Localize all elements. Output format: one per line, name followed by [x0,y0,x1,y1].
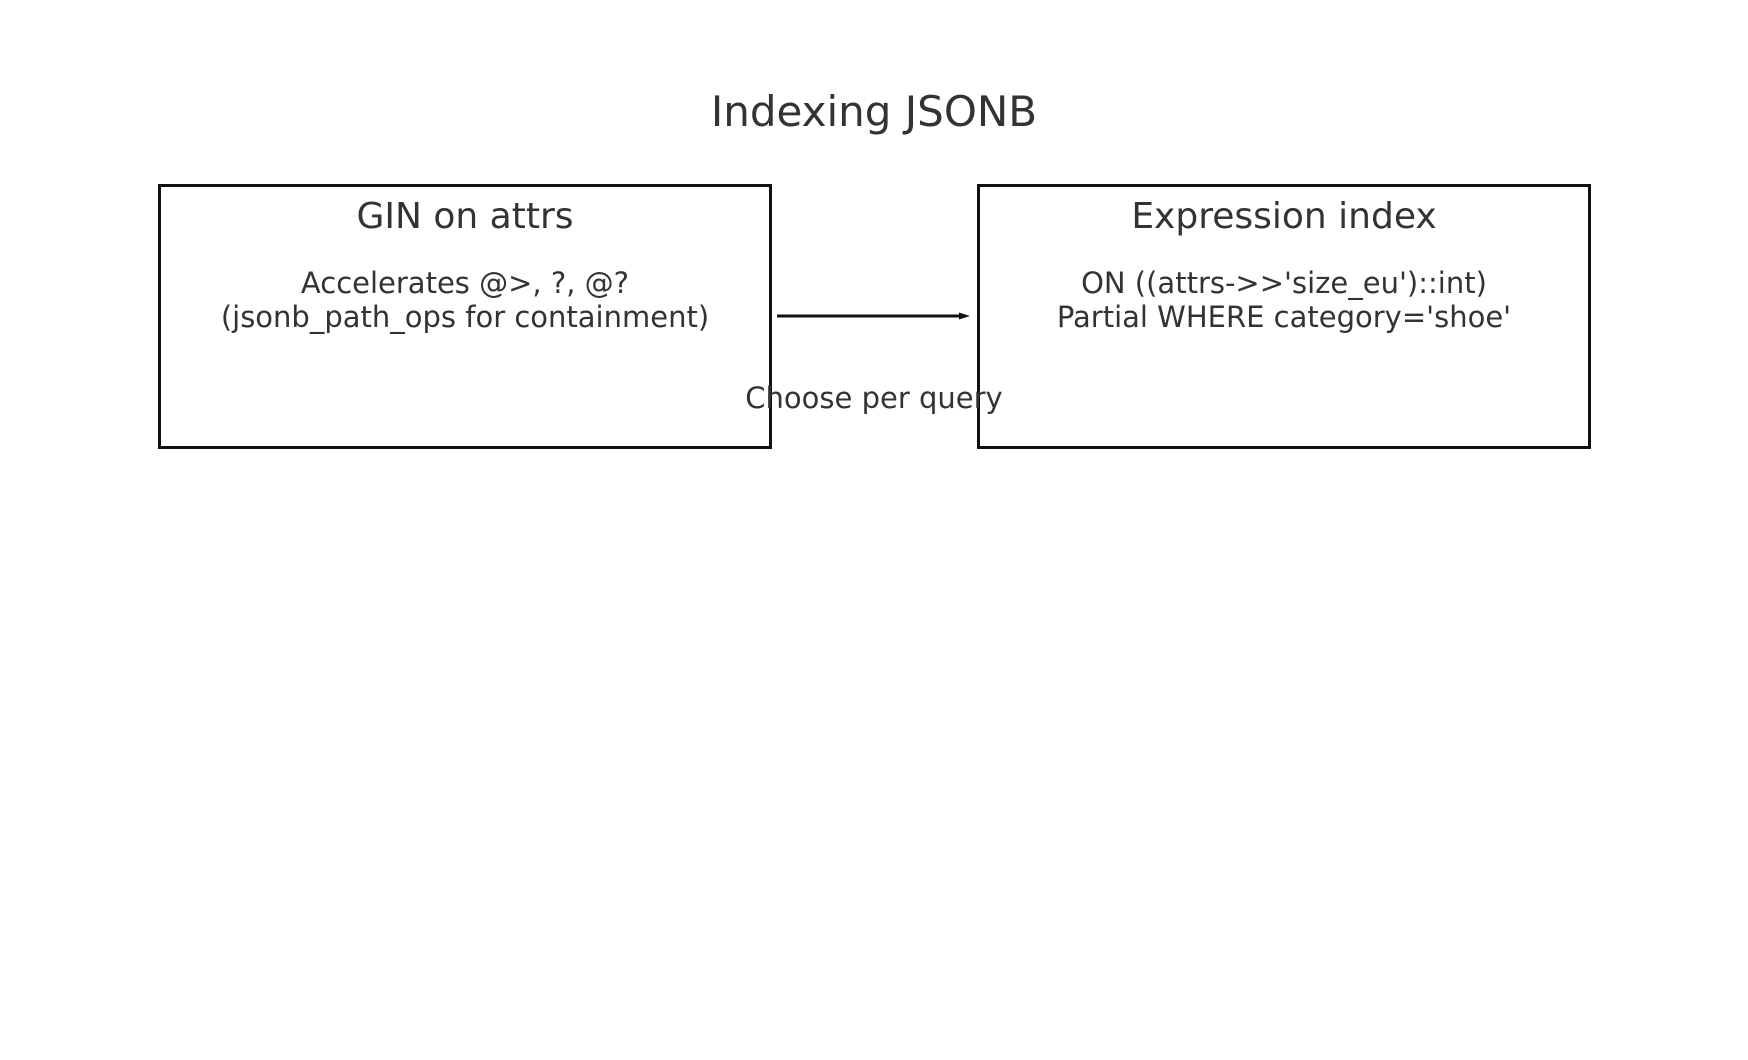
node-description-line: ON ((attrs->>'size_eu')::int) [1081,266,1487,300]
diagram-title: Indexing JSONB [710,87,1038,136]
edge-label: Choose per query [745,381,1003,415]
node-title: Expression index [1131,196,1437,237]
node-description: Accelerates @>, ?, @? (jsonb_path_ops fo… [161,266,769,334]
arrowhead-icon [959,312,970,320]
node-description-line: Accelerates @>, ?, @? [300,266,630,300]
node-expression-index: Expression index ON ((attrs->>'size_eu')… [977,184,1591,449]
node-gin-on-attrs: GIN on attrs Accelerates @>, ?, @? (json… [158,184,772,449]
node-description-line: (jsonb_path_ops for containment) [220,300,710,334]
node-title: GIN on attrs [356,196,574,237]
node-description: ON ((attrs->>'size_eu')::int) Partial WH… [980,266,1588,334]
node-description-line: Partial WHERE category='shoe' [1056,300,1512,334]
